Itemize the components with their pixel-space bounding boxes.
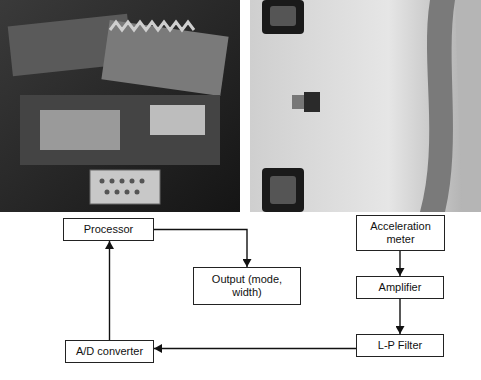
process-box: Output (mode, width) xyxy=(193,267,301,305)
accelerometer-photo xyxy=(250,0,481,212)
process-box: L-P Filter xyxy=(356,334,444,357)
box-label: L-P Filter xyxy=(360,339,440,352)
signal-arrow xyxy=(154,230,247,268)
process-box: Amplifier xyxy=(356,276,444,299)
process-box: Acceleration meter xyxy=(356,215,445,251)
box-label: Output (mode, width) xyxy=(210,273,284,299)
process-box: A/D converter xyxy=(65,340,154,363)
signal-arrow xyxy=(399,251,400,276)
signal-arrow xyxy=(154,348,356,349)
signal-arrow xyxy=(399,299,400,334)
processor-photo xyxy=(0,0,240,212)
box-label: Processor xyxy=(67,223,150,236)
box-label: Acceleration meter xyxy=(360,220,441,246)
signal-arrow xyxy=(109,241,110,340)
box-label: Amplifier xyxy=(360,281,440,294)
process-box: Processor xyxy=(63,218,154,241)
box-label: A/D converter xyxy=(69,345,150,358)
